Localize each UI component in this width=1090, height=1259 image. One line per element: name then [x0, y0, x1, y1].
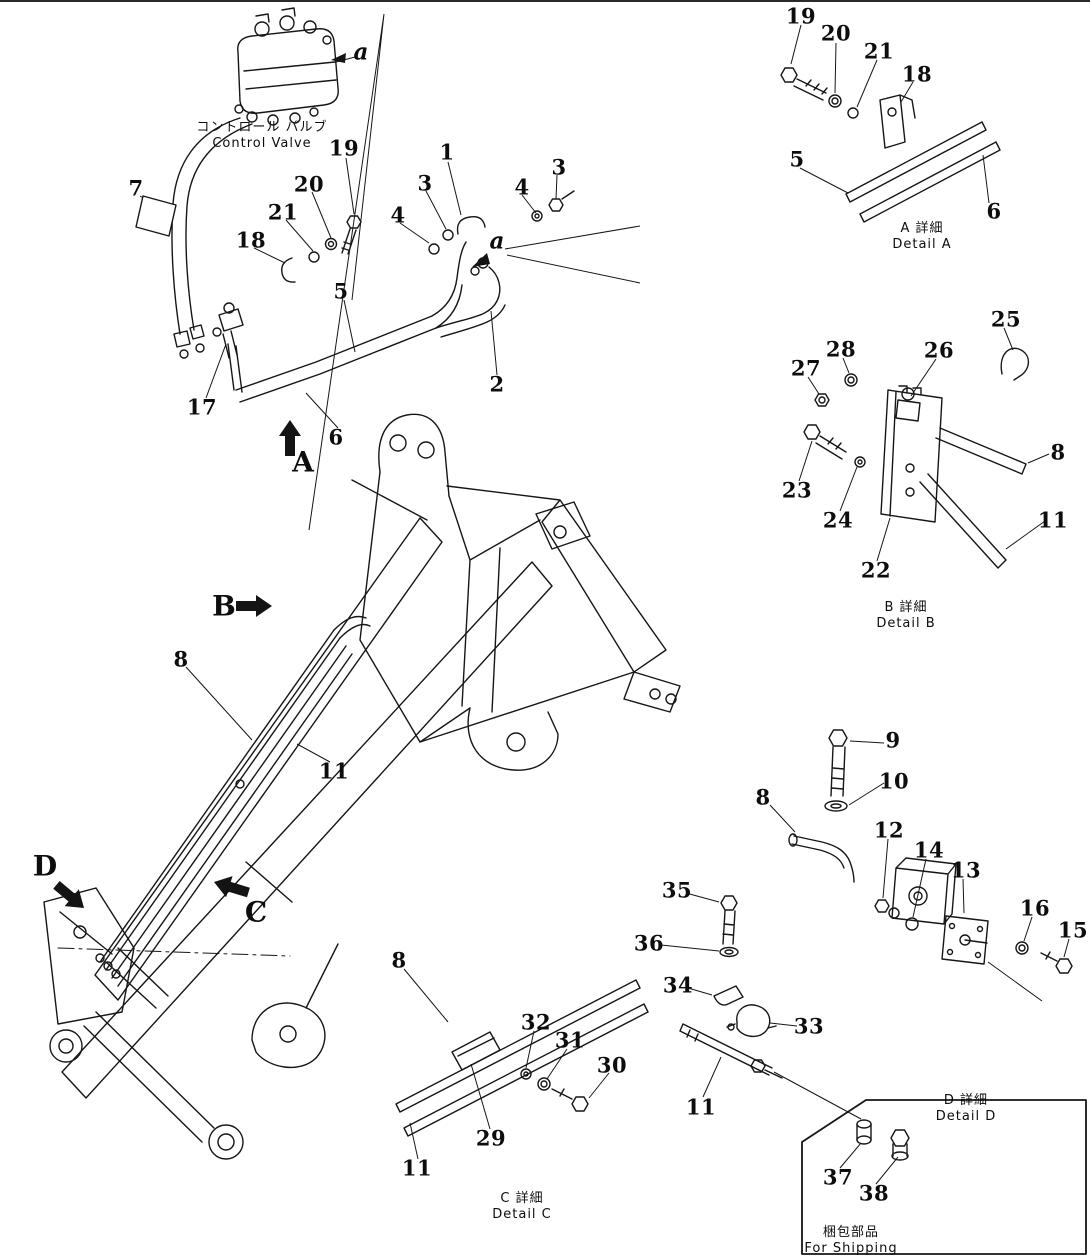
control-valve-drawing	[234, 7, 339, 126]
detail-a-drawing	[780, 67, 1001, 223]
detail-d-drawing	[679, 729, 1087, 1255]
view-arrow-b-icon	[236, 595, 272, 617]
view-arrow-a-icon	[279, 420, 301, 456]
boom-tubes-drawing	[57, 615, 371, 987]
hose-assembly-drawing	[135, 117, 253, 359]
valve-fittings-drawing	[212, 215, 362, 359]
view-arrow-c-icon	[214, 876, 250, 898]
view-arrows	[53, 53, 490, 908]
loader-arm-drawing	[43, 413, 681, 1160]
reference-a-arrowhead-icon	[472, 253, 490, 267]
piping-drawing	[227, 190, 575, 403]
leader-lines	[139, 13, 1070, 1185]
reference-a-arrowhead-icon	[331, 53, 346, 63]
detail-b-drawing	[803, 347, 1030, 569]
detail-c-drawing	[395, 979, 649, 1137]
view-arrow-d-icon	[53, 881, 84, 908]
